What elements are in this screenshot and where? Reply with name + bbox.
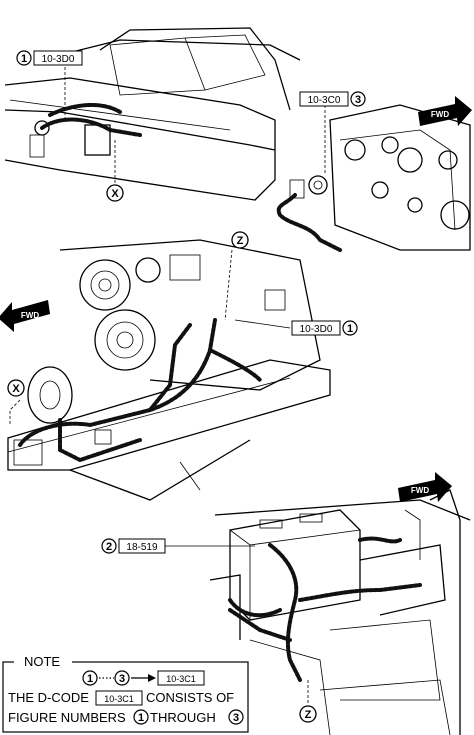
- dcode-label: 10-3C0: [308, 95, 341, 106]
- svg-text:Z: Z: [305, 709, 312, 721]
- note-line3-start: 1: [138, 712, 144, 724]
- note-line2-prefix: THE D-CODE: [8, 690, 89, 705]
- callout-number: 1: [347, 323, 353, 335]
- callout-bottom: 2 18-519: [101, 538, 166, 554]
- note-box: NOTE 1 3 10-3C1 THE D-CODE 10-3C1 CONSIS…: [2, 654, 249, 733]
- dcode-label: 18-519: [126, 542, 158, 553]
- note-range-end: 3: [119, 673, 125, 685]
- front-bumper-drawing: [4, 27, 301, 201]
- svg-text:X: X: [12, 383, 20, 395]
- fwd-arrow-bottom-right: FWD: [398, 472, 452, 502]
- note-range-code: 10-3C1: [166, 674, 196, 684]
- dcode-label: 10-3D0: [42, 54, 75, 65]
- engine-bay-drawing: [7, 239, 331, 501]
- svg-text:X: X: [111, 188, 119, 200]
- fwd-label: FWD: [431, 110, 449, 119]
- marker-z-bottom: Z: [299, 705, 317, 723]
- callout-mid: 10-3D0 1: [291, 320, 358, 336]
- note-line3-end: 3: [233, 712, 239, 724]
- fwd-arrow-top-right: FWD: [418, 96, 472, 126]
- callout-number: 2: [106, 541, 112, 553]
- marker-x-mid: X: [7, 379, 25, 397]
- dcode-label: 10-3D0: [300, 324, 333, 335]
- callout-number: 1: [21, 53, 27, 65]
- note-range-start: 1: [87, 673, 93, 685]
- marker-z-top: Z: [231, 231, 249, 249]
- fwd-label: FWD: [411, 486, 429, 495]
- engine-detail-drawing: [276, 95, 471, 252]
- callout-top-left: 1 10-3D0: [16, 50, 83, 66]
- battery-area-drawing: [165, 489, 471, 735]
- fwd-arrow-mid-left: FWD: [0, 300, 50, 332]
- note-title: NOTE: [24, 654, 60, 669]
- fwd-label: FWD: [21, 311, 39, 320]
- note-line3-prefix: FIGURE NUMBERS: [8, 710, 126, 725]
- note-line2-code: 10-3C1: [104, 694, 134, 704]
- note-line2-suffix: CONSISTS OF: [146, 690, 234, 705]
- note-line3-mid: THROUGH: [150, 710, 216, 725]
- marker-x-top: X: [106, 184, 124, 202]
- callout-number: 3: [355, 94, 361, 106]
- callout-top-right: 10-3C0 3: [299, 91, 366, 107]
- svg-text:Z: Z: [237, 235, 244, 247]
